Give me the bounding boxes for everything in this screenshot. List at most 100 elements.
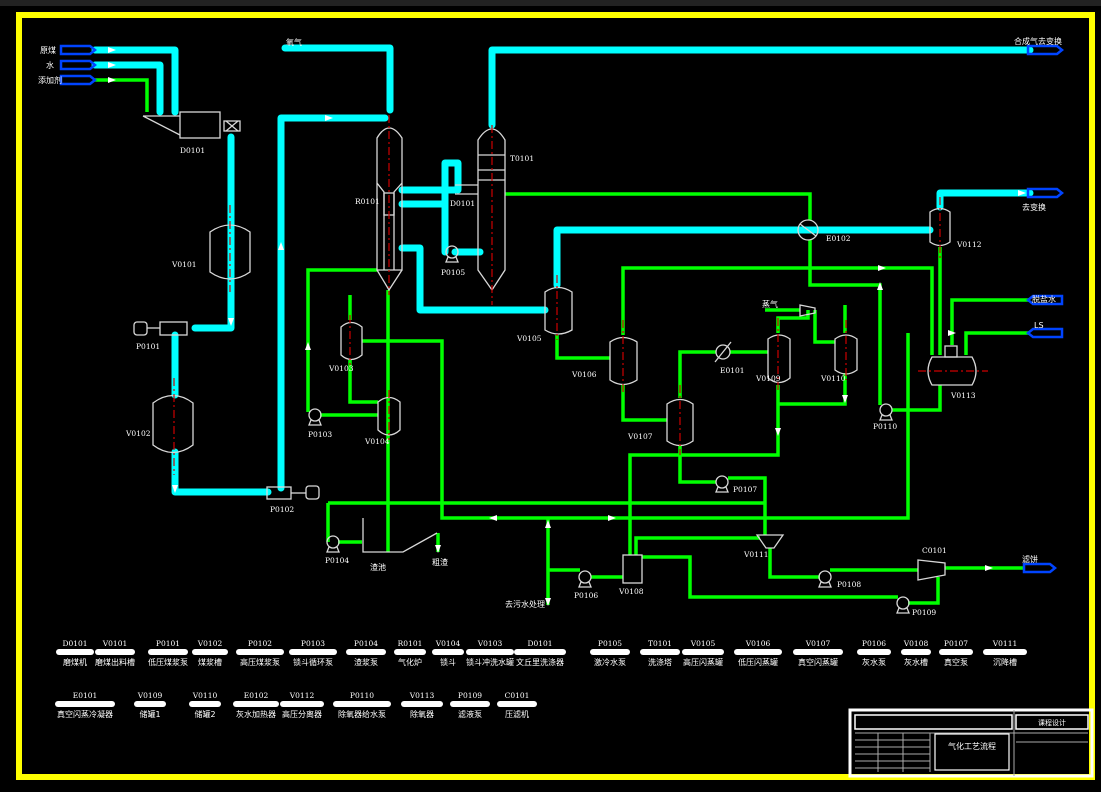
vessel-V0107[interactable] xyxy=(666,398,694,447)
legend-item: V0102 煤浆槽 xyxy=(192,639,228,667)
vessel-V0103[interactable] xyxy=(340,321,363,361)
legend-tag: V0110 xyxy=(192,691,218,700)
ejector-icon xyxy=(799,304,816,317)
vessel-V0105[interactable] xyxy=(544,286,573,335)
legend-tag: V0102 xyxy=(197,639,223,648)
scrubber-T0101[interactable] xyxy=(477,128,506,292)
legend-name: 磨煤机 xyxy=(63,657,87,667)
legend-name: 锁斗 xyxy=(440,657,456,667)
legend-item: V0104 锁斗 xyxy=(432,639,464,667)
legend-tag: V0105 xyxy=(690,639,716,648)
legend-name: 除氧器 xyxy=(410,709,434,719)
pump-P0110[interactable] xyxy=(879,403,893,421)
legend-tag: R0101 xyxy=(398,639,423,648)
grey-water-tank-V0108[interactable] xyxy=(622,554,643,584)
legend-tag: V0113 xyxy=(409,691,435,700)
pump-P0105[interactable] xyxy=(445,245,459,263)
legend-tag: T0101 xyxy=(648,639,672,648)
pump-P0109[interactable] xyxy=(896,596,910,614)
equipment-tag: V0112 xyxy=(956,240,982,249)
stream-label: 原煤 xyxy=(40,45,56,55)
stream-label: 脱盐水 xyxy=(1032,294,1056,304)
legend-bar xyxy=(793,649,843,655)
equipment-tag: E0101 xyxy=(720,366,745,375)
legend-tag: V0107 xyxy=(805,639,831,648)
equipment-tag: P0105 xyxy=(441,268,465,277)
legend-name: 磨煤出料槽 xyxy=(95,657,135,667)
equipment-tag: V0101 xyxy=(171,260,197,269)
stream-label: 添加剂 xyxy=(38,75,62,85)
pump-P0107[interactable] xyxy=(715,475,729,493)
legend-tag: P0107 xyxy=(944,639,968,648)
pump-P0103[interactable] xyxy=(308,408,322,426)
legend-tag: V0111 xyxy=(992,639,1018,648)
outlet-arrow-icon xyxy=(1026,187,1065,199)
equipment-tag: V0108 xyxy=(618,587,644,596)
drawing-title: 气化工艺流程 xyxy=(948,741,996,751)
stream-label: 去变换 xyxy=(1022,202,1046,212)
legend-name: 煤浆槽 xyxy=(198,657,222,667)
legend-bar xyxy=(333,701,391,707)
coal-mill-D0101[interactable] xyxy=(179,111,221,139)
legend-tag: V0108 xyxy=(903,639,929,648)
legend-name: 锁斗循环泵 xyxy=(293,657,333,667)
condenser-E0101[interactable] xyxy=(715,344,731,360)
stream-label: 粗渣 xyxy=(432,557,448,567)
legend-bar xyxy=(432,649,464,655)
legend-name: 高压煤浆泵 xyxy=(240,657,280,667)
legend-name: 真空泵 xyxy=(944,657,968,667)
vessel-V0109[interactable] xyxy=(767,334,791,384)
vessel-V0106[interactable] xyxy=(609,336,638,386)
lock-hopper-V0104[interactable] xyxy=(377,396,401,436)
legend-bar xyxy=(682,649,724,655)
pump-P0104[interactable] xyxy=(326,535,340,553)
legend-tag: V0103 xyxy=(477,639,503,648)
legend-name: 真空闪蒸冷凝器 xyxy=(57,709,113,719)
legend-tag: P0110 xyxy=(350,691,374,700)
equipment-tag: P0103 xyxy=(308,430,332,439)
equipment-tag: D0101 xyxy=(180,146,205,155)
legend-bar xyxy=(401,701,443,707)
filter-press-C0101[interactable] xyxy=(917,559,946,581)
main-process-pipes xyxy=(91,44,1034,496)
pump-P0108[interactable] xyxy=(818,570,832,588)
deaerator-V0113[interactable] xyxy=(927,356,977,386)
vessel-V0110[interactable] xyxy=(834,334,858,375)
equipment-tag: E0102 xyxy=(826,234,851,243)
vessel-V0101[interactable] xyxy=(209,224,251,280)
legend-tag: C0101 xyxy=(505,691,530,700)
stream-labels: 原煤 水 添加剂 氧气 合成气去变换 去变换 脱盐水 LS 蒸气 渣池 粗渣 去… xyxy=(38,36,1062,609)
legend-tag: D0101 xyxy=(527,639,552,648)
stream-label: 滤饼 xyxy=(1022,554,1038,564)
legend-tag: P0104 xyxy=(354,639,378,648)
valve-icon[interactable] xyxy=(223,120,241,132)
separator-V0112[interactable] xyxy=(929,207,951,247)
legend-tag: V0104 xyxy=(435,639,461,648)
settler-V0111[interactable] xyxy=(755,534,785,549)
pump-P0106[interactable] xyxy=(578,570,592,588)
stream-label: 合成气去变换 xyxy=(1014,36,1062,46)
legend-tag: P0109 xyxy=(458,691,482,700)
drawing-border xyxy=(16,12,1095,780)
legend-name: 渣浆泵 xyxy=(354,657,378,667)
legend-name: 灰水加热器 xyxy=(236,709,276,719)
legend-name: 储罐1 xyxy=(139,709,160,719)
legend-item: V0113 除氧器 xyxy=(401,691,443,719)
slag-pool xyxy=(362,518,438,553)
inlet-arrow-icon xyxy=(59,44,98,56)
legend-name: 灰水泵 xyxy=(862,657,886,667)
legend-tag: V0112 xyxy=(289,691,315,700)
equipment-tag: V0105 xyxy=(516,334,542,343)
stream-label: 去污水处理 xyxy=(505,599,545,609)
legend-bar xyxy=(189,701,221,707)
vessel-V0102[interactable] xyxy=(152,394,194,454)
legend-name: 储罐2 xyxy=(194,709,215,719)
heat-exchanger-E0102[interactable] xyxy=(797,219,819,241)
